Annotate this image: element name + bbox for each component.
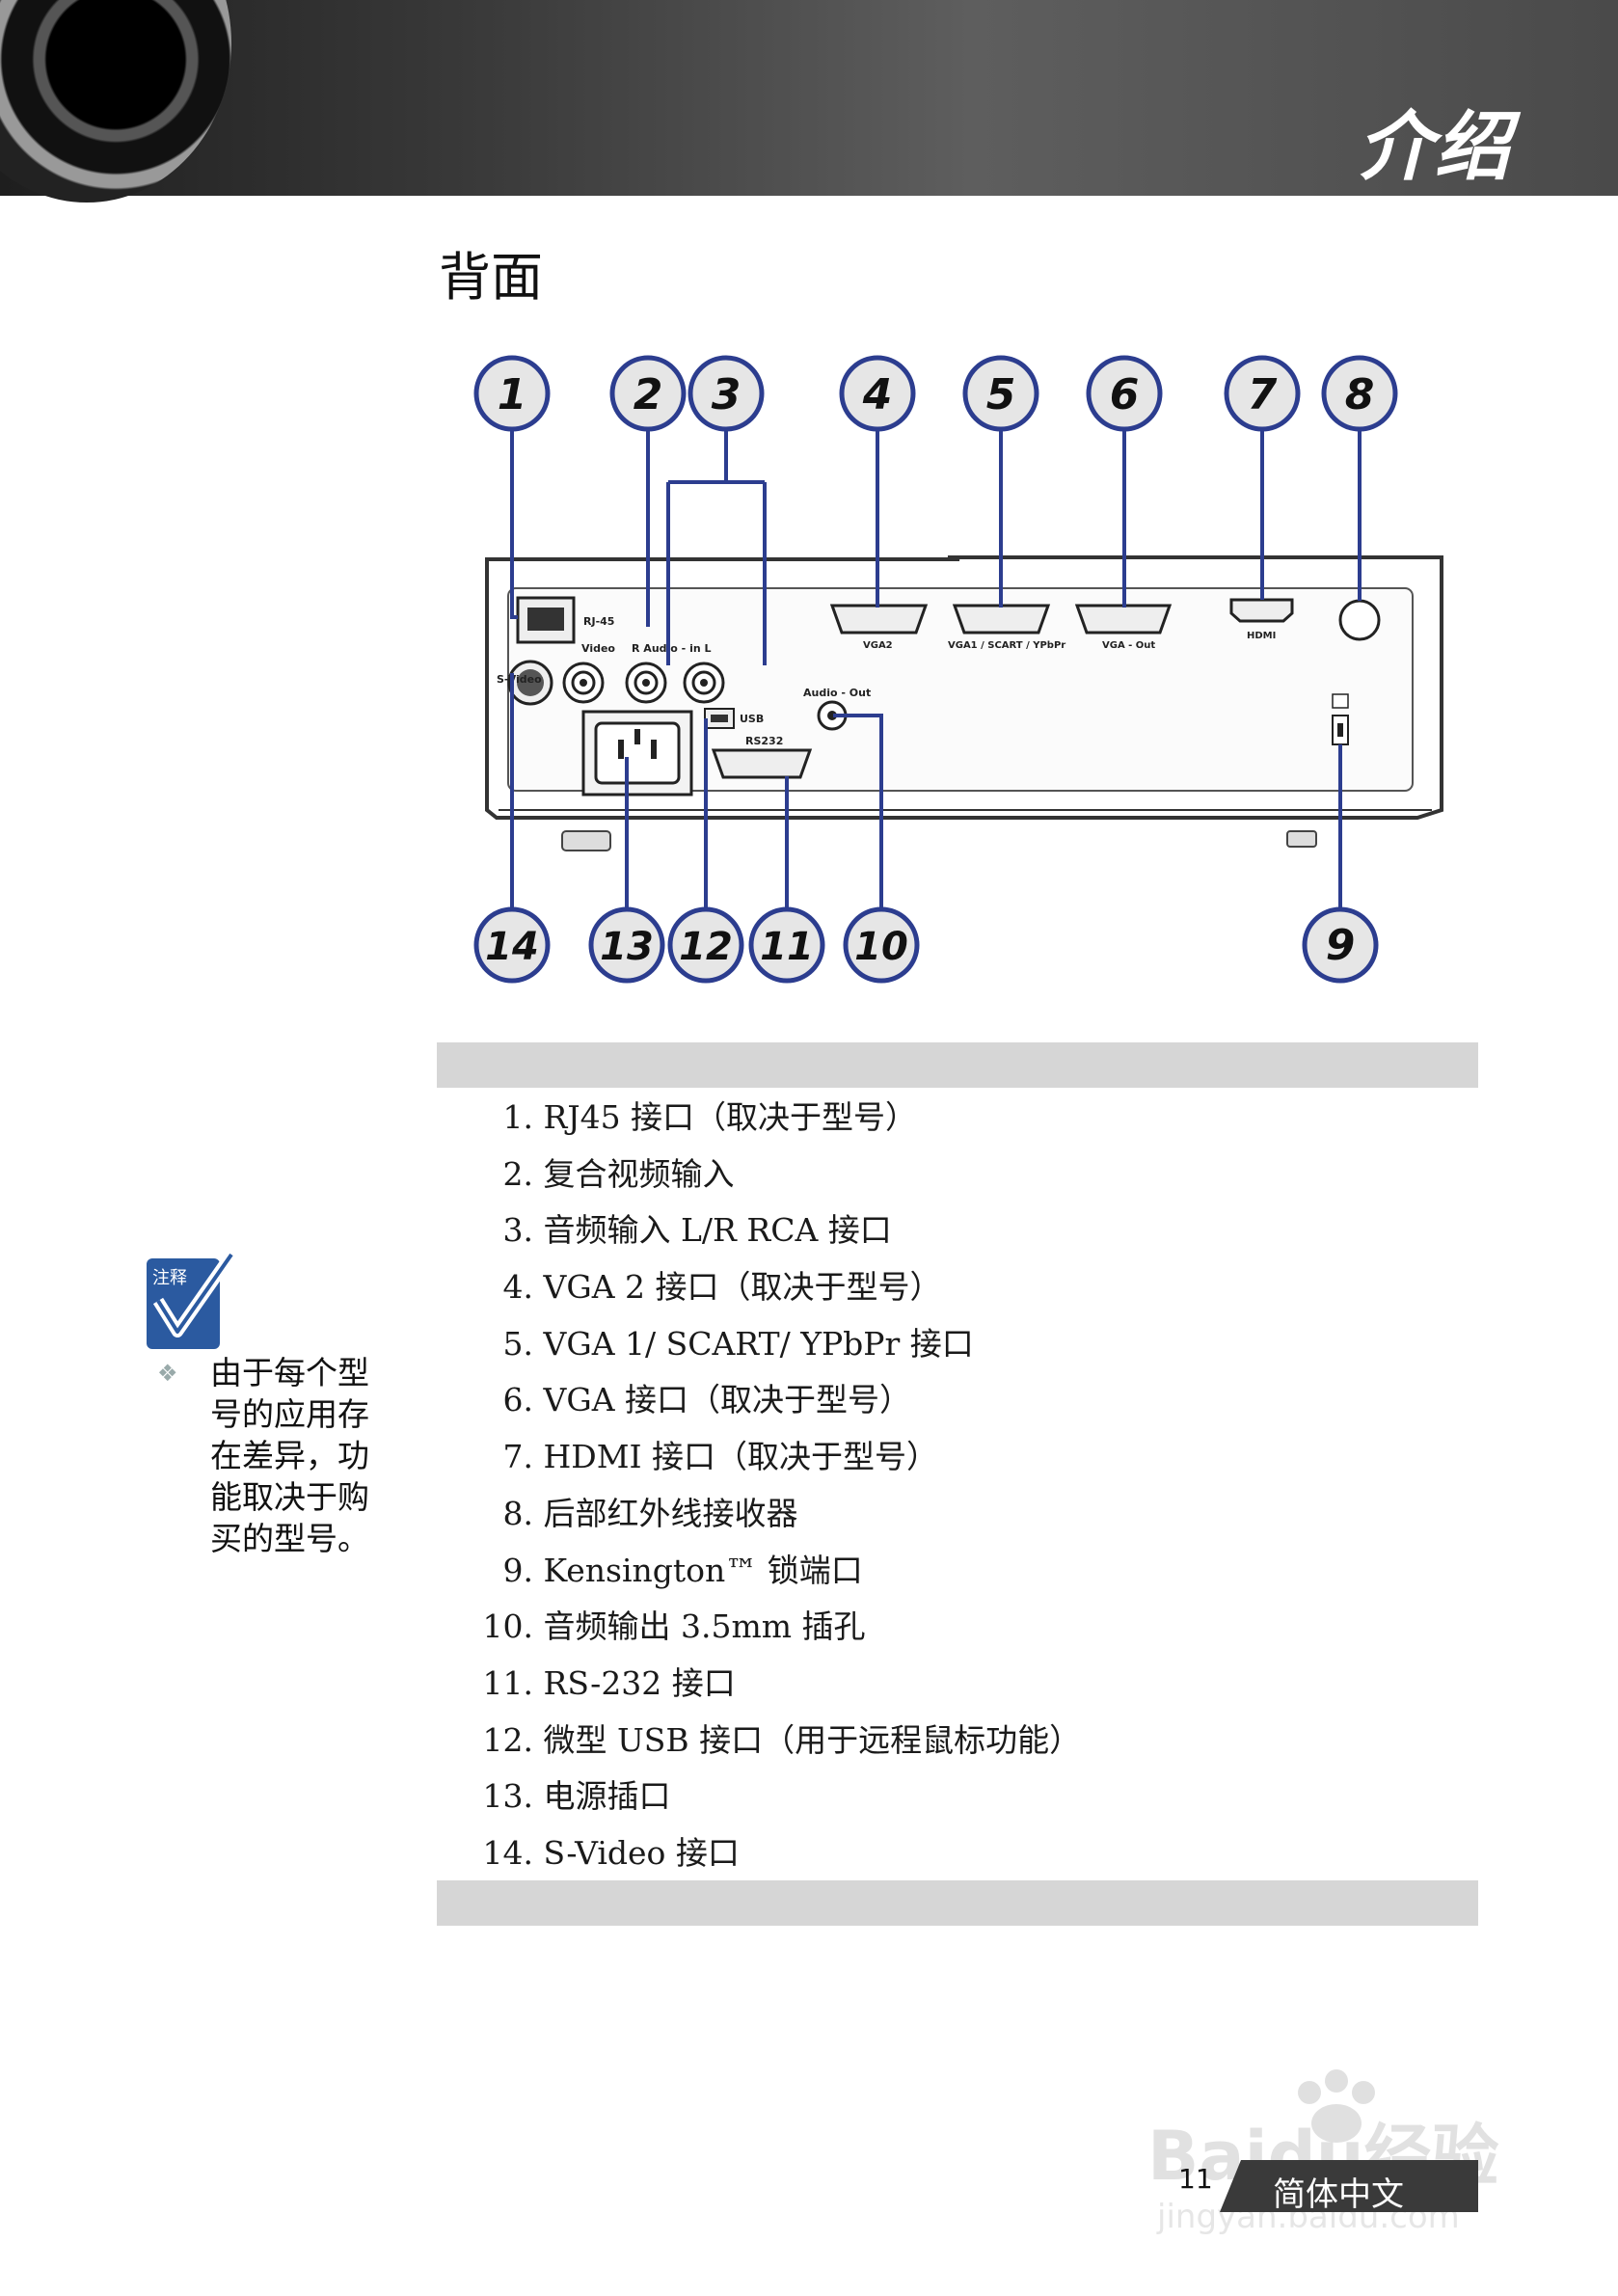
svg-text:9: 9 [1326, 921, 1356, 970]
audio-in-l-port [683, 662, 725, 704]
footer-language: 简体中文 [1273, 2175, 1404, 2214]
svg-text:10: 10 [854, 925, 908, 969]
audio-in-label: R Audio - in L [632, 642, 712, 655]
vga1-port [952, 604, 1051, 635]
list-item: 1. RJ45 接口（取决于型号） [502, 1098, 918, 1136]
callout-12: 12 [667, 906, 744, 984]
svg-text:11: 11 [760, 925, 814, 969]
hdmi-port [1229, 598, 1294, 623]
svg-text:4: 4 [862, 370, 893, 419]
svg-text:2: 2 [634, 370, 663, 419]
micro-usb-port [704, 708, 735, 729]
callout-8: 8 [1321, 355, 1398, 432]
list-item: 12. 微型 USB 接口（用于远程鼠标功能） [482, 1720, 1082, 1759]
callout-5: 5 [962, 355, 1039, 432]
note-line: 买的型号。 [210, 1520, 369, 1557]
list-bottom-bar [437, 1880, 1478, 1926]
page-number: 11 [1178, 2163, 1213, 2195]
projector-body [485, 555, 1443, 851]
list-item: 13. 电源插口 [482, 1777, 671, 1816]
svideo-port [507, 660, 553, 706]
list-item: 4. VGA 2 接口（取决于型号） [502, 1268, 942, 1307]
vga-out-port [1074, 604, 1173, 635]
note-line: 由于每个型 [210, 1354, 369, 1391]
power-socket [581, 710, 693, 797]
note-label: 注释 [152, 1268, 187, 1288]
lens-graphic-icon [0, 0, 231, 203]
callout-6: 6 [1086, 355, 1163, 432]
callout-9: 9 [1302, 906, 1379, 984]
port-description-list: 1. RJ45 接口（取决于型号） 2. 复合视频输入 3. 音频输入 L/R … [437, 1094, 1478, 1887]
kensington-lock-slot [1332, 693, 1349, 745]
callout-11: 11 [748, 906, 825, 984]
list-item: 11. RS-232 接口 [482, 1663, 736, 1702]
video-label: Video [581, 642, 615, 655]
note-line: 号的应用存 [210, 1395, 369, 1433]
list-item: 6. VGA 接口（取决于型号） [502, 1381, 912, 1419]
list-item: 7. HDMI 接口（取决于型号） [502, 1438, 939, 1476]
chapter-header-band: 介绍 [0, 0, 1618, 203]
svg-text:14: 14 [485, 925, 539, 969]
list-item: 10. 音频输出 3.5mm 插孔 [482, 1607, 866, 1646]
audio-out-label: Audio - Out [803, 687, 871, 699]
note-checkmark-icon: 注释 [147, 1251, 236, 1349]
callout-4: 4 [839, 355, 916, 432]
vga1-label: VGA1 / SCART / YPbPr [948, 640, 1065, 651]
note-line: 在差异，功 [210, 1437, 369, 1474]
svg-text:7: 7 [1248, 370, 1278, 419]
vga2-label: VGA2 [863, 640, 893, 651]
audio-in-r-port [625, 662, 667, 704]
svg-text:6: 6 [1110, 370, 1140, 419]
svg-text:3: 3 [712, 370, 742, 419]
callout-2: 2 [609, 355, 687, 432]
list-item: 9. Kensington™ 锁端口 [502, 1551, 863, 1589]
svg-text:12: 12 [679, 925, 733, 969]
diamond-bullet-icon: ❖ [157, 1360, 178, 1387]
ir-receiver [1338, 599, 1381, 641]
callout-13: 13 [588, 906, 665, 984]
chapter-title: 介绍 [1357, 104, 1512, 191]
callout-10: 10 [843, 906, 920, 984]
svg-text:1: 1 [498, 370, 527, 419]
svg-text:5: 5 [986, 370, 1016, 419]
section-title: 背面 [439, 247, 543, 308]
callout-3: 3 [688, 355, 765, 432]
list-item: 8. 后部红外线接收器 [502, 1494, 798, 1532]
rj45-port [516, 596, 576, 644]
leader-lines [510, 381, 1362, 916]
list-top-bar [437, 1042, 1478, 1088]
rear-panel-diagram: RJ-45 S-Video Video R Audio - in L USB [473, 355, 1443, 984]
callout-7: 7 [1224, 355, 1301, 432]
rs232-label: RS232 [745, 735, 783, 747]
note-line: 能取决于购 [210, 1478, 369, 1516]
callout-14: 14 [473, 906, 551, 984]
list-item: 5. VGA 1/ SCART/ YPbPr 接口 [502, 1324, 974, 1363]
list-item: 2. 复合视频输入 [502, 1154, 735, 1193]
list-item: 14. S-Video 接口 [482, 1833, 740, 1872]
footer-language-tab [1220, 2160, 1478, 2212]
vga2-port [829, 604, 929, 635]
hdmi-label: HDMI [1247, 631, 1276, 641]
svg-text:8: 8 [1345, 370, 1375, 419]
rs232-port [711, 748, 813, 779]
svideo-label: S-Video [497, 673, 542, 686]
callout-1: 1 [473, 355, 551, 432]
svg-text:13: 13 [600, 925, 654, 969]
usb-label: USB [740, 713, 764, 725]
vga-out-label: VGA - Out [1102, 640, 1155, 651]
rj45-label: RJ-45 [583, 615, 614, 628]
list-item: 3. 音频输入 L/R RCA 接口 [502, 1211, 892, 1250]
video-rca-port [562, 662, 605, 704]
